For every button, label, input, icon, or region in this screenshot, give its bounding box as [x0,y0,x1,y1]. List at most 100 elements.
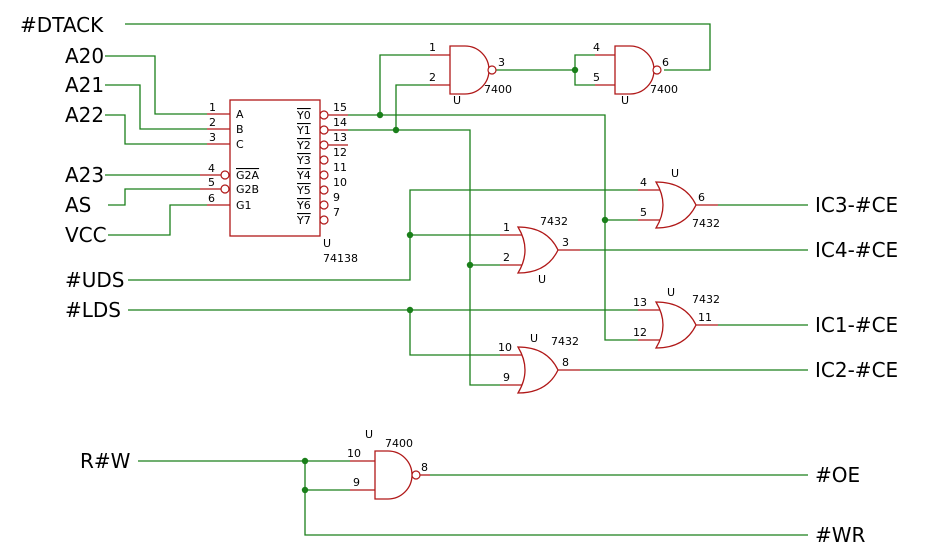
gate-pin-number: 2 [429,71,436,84]
gate-pin-number: 9 [503,371,510,384]
decoder-pin-number: 5 [208,176,215,189]
decoder-pin-number: 12 [333,146,347,159]
label-as: AS [65,193,91,217]
wire-lds-to-ord [409,310,500,356]
gate-pin-number: 6 [662,56,669,69]
gate-pin-number: 10 [347,447,361,460]
junction-dot [392,126,400,134]
decoder-body [229,99,321,237]
gate-part: 7400 [650,83,678,96]
decoder-pin-name: A [236,108,244,121]
wire-uds [128,189,638,281]
label-ic2: IC2-#CE [815,358,898,382]
gate-pin-number: 5 [593,71,600,84]
label-a20: A20 [65,44,104,68]
or-gate-d: 10 9 8 U 7432 [498,332,580,394]
label-vcc: VCC [65,223,107,247]
gate-ref: U [453,94,461,107]
junction-dot [406,306,414,314]
gate-pin-number: 3 [562,236,569,249]
gate-part: 7432 [540,215,568,228]
label-a23: A23 [65,163,104,187]
gate-pin-number: 5 [640,206,647,219]
wire-y1 [348,129,500,386]
gate-pin-number: 6 [698,191,705,204]
decoder-pin-number: 2 [209,116,216,129]
gate-part: 7432 [692,217,720,230]
nand-gate-1: 1 2 3 U 7400 [429,41,512,107]
wire-wr [304,490,808,536]
junction-dot [571,66,579,74]
decoder-pin-name: Y0 [296,109,311,122]
wire-y1-to-nand1 [395,84,430,130]
decoder-part: 74138 [323,252,358,265]
wire-nand2-in1 [574,54,595,70]
decoder-pin-name: Y4 [296,169,311,182]
gate-pin-number: 8 [421,461,428,474]
gate-part: 7400 [484,83,512,96]
junctions [301,66,609,494]
junction-dot [406,231,414,239]
decoder-pin-number: 15 [333,101,347,114]
decoder-pin-number: 1 [209,101,216,114]
label-wr: #WR [815,523,866,547]
junction-dot [301,486,309,494]
decoder-pin-number: 3 [209,131,216,144]
gate-ref: U [530,332,538,345]
decoder-pin-number: 13 [333,131,347,144]
wire-a21 [105,84,207,130]
gate-pin-number: 12 [633,326,647,339]
decoder-pin-name: Y1 [296,124,311,137]
wire-rw-in2 [304,461,350,491]
decoder-outputs [319,110,348,225]
wire-as [108,188,200,206]
decoder-pin-number: 7 [333,206,340,219]
label-a22: A22 [65,103,104,127]
decoder-pin-number: 10 [333,176,347,189]
gate-part: 7432 [551,335,579,348]
gate-pin-number: 8 [562,356,569,369]
decoder-pin-name: Y3 [296,154,311,167]
label-uds: #UDS [65,268,125,292]
label-a21: A21 [65,73,104,97]
decoder-pin-name: C [236,138,244,151]
decoder-pin-name: G2B [236,183,259,196]
gate-pin-number: 4 [640,176,647,189]
decoder-pin-name: Y7 [296,214,311,227]
decoder-pin-number: 11 [333,161,347,174]
decoder-pin-number: 14 [333,116,347,129]
wire-y0-to-nand1 [379,54,430,115]
decoder-pin-number: 6 [208,192,215,205]
junction-dot [601,216,609,224]
decoder-pin-number: 9 [333,191,340,204]
label-ic1: IC1-#CE [815,313,898,337]
decoder-pin-name: Y2 [296,139,311,152]
wire-y0 [348,114,638,221]
wire-a22 [105,114,207,145]
label-rw: R#W [80,449,131,473]
or-gate-b: 1 2 3 U 7432 [500,215,580,286]
wire-nand2-in2 [574,70,595,86]
wire-vcc [108,204,207,236]
gate-pin-number: 13 [633,296,647,309]
junction-dot [466,261,474,269]
wire-a20 [105,55,207,115]
or-gate-c: 13 12 11 U 7432 [633,286,720,349]
inversion-bubble [220,170,230,180]
junction-dot [301,457,309,465]
decoder-pin-name: G1 [236,199,252,212]
label-dtack: #DTACK [20,13,104,37]
wire-dtack [125,23,711,71]
label-oe: #OE [815,463,860,487]
gate-part: 7400 [385,437,413,450]
gate-pin-number: 9 [353,476,360,489]
gate-ref: U [671,167,679,180]
gate-pin-number: 4 [593,41,600,54]
label-ic3: IC3-#CE [815,193,898,217]
decoder-pin-name: Y6 [296,199,311,212]
decoder-pin-name: G2A [236,169,260,182]
decoder-ref: U [323,237,331,250]
decoder-74138: 1 2 3 4 5 6 A B C G2A G2B G1 Y0 Y1 Y2 [200,99,358,265]
or-gate-a: 4 5 6 U 7432 [638,167,720,230]
